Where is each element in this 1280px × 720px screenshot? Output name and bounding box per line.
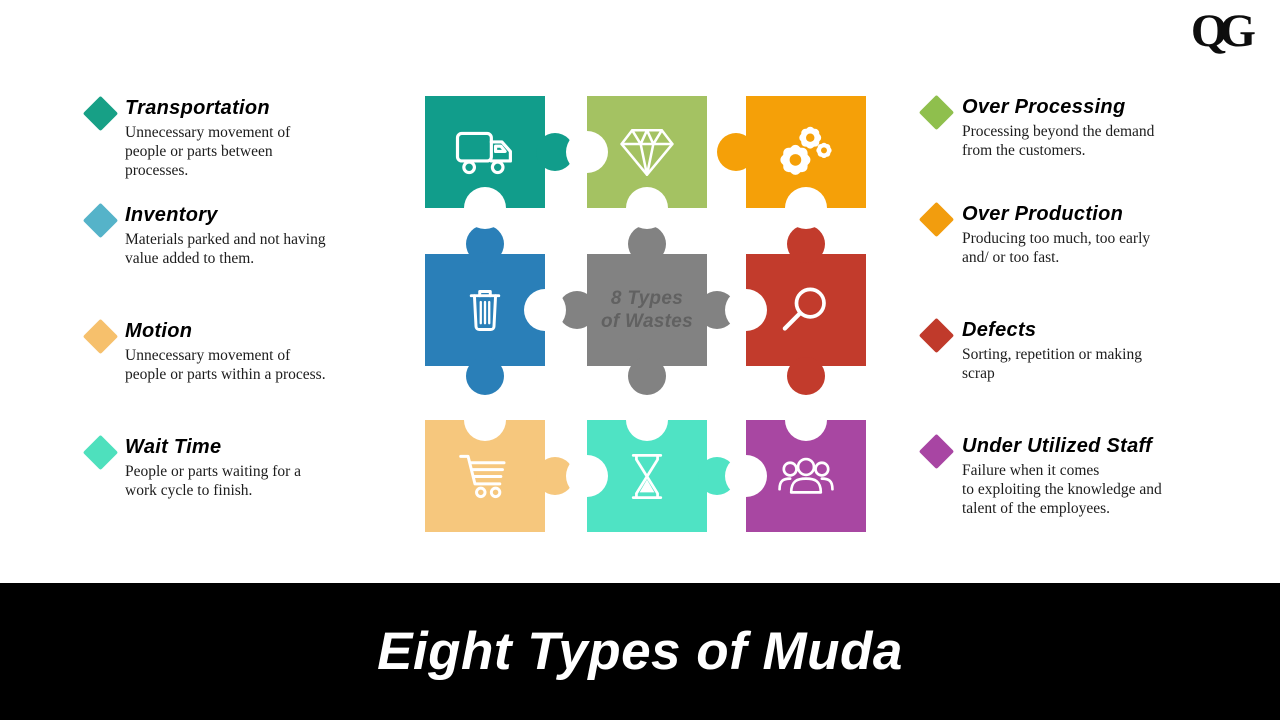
feature-description-line: People or parts waiting for a	[125, 463, 302, 480]
puzzle-piece-gears	[717, 96, 866, 229]
feature-description-line: Unnecessary movement of	[125, 124, 291, 141]
puzzle-tab-bottom	[787, 357, 825, 395]
puzzle-piece-trash	[425, 225, 566, 395]
diamond-bullet	[918, 94, 955, 131]
puzzle-piece-cart	[425, 399, 574, 532]
puzzle-notch-top	[464, 399, 506, 441]
feature-description-line: people or parts within a process.	[125, 366, 326, 383]
puzzle-notch-left	[566, 131, 608, 173]
brand-logo: QG	[1190, 5, 1256, 57]
hourglass-icon	[587, 420, 707, 532]
feature-title: Over Production	[962, 203, 1124, 225]
puzzle-piece-truck	[425, 96, 574, 229]
feature-description-line: and/ or too fast.	[962, 249, 1060, 266]
feature-description-line: Producing too much, too early	[962, 230, 1151, 247]
feature-description-line: people or parts between	[125, 143, 273, 160]
gem-icon	[587, 96, 707, 208]
feature-title: Inventory	[125, 204, 218, 226]
puzzle-notch-bottom	[626, 187, 668, 229]
puzzle-notch-left	[566, 455, 608, 497]
gears-icon	[746, 96, 866, 208]
diamond-bullet	[82, 95, 119, 132]
feature-title: Over Processing	[962, 96, 1126, 118]
feature-title: Under Utilized Staff	[962, 435, 1153, 457]
puzzle-notch-top	[785, 399, 827, 441]
feature-title: Transportation	[125, 97, 270, 119]
puzzle-tab-top	[628, 225, 666, 263]
feature-description-line: Sorting, repetition or making	[962, 346, 1142, 363]
diamond-bullet	[82, 434, 119, 471]
diamond-bullet	[918, 317, 955, 354]
diamond-bullet	[918, 433, 955, 470]
trash-icon	[425, 254, 545, 366]
feature-description-line: processes.	[125, 162, 189, 179]
puzzle-notch-bottom	[785, 187, 827, 229]
feature-description-line: scrap	[962, 365, 995, 382]
diamond-bullet	[918, 201, 955, 238]
puzzle-piece-gem	[566, 96, 707, 229]
center-label-line1: 8 Types	[610, 288, 684, 309]
puzzle-square	[587, 254, 707, 366]
people-icon	[746, 420, 866, 532]
puzzle-tab-left	[717, 133, 755, 171]
cart-icon	[425, 420, 545, 532]
puzzle-tab-bottom	[628, 357, 666, 395]
feature-title: Wait Time	[125, 436, 222, 458]
puzzle-notch-left	[725, 455, 767, 497]
feature-description-line: work cycle to finish.	[125, 482, 253, 499]
center-label-line2: of Wastes	[600, 311, 694, 332]
feature-description-line: value added to them.	[125, 250, 255, 267]
feature-description-line: Failure when it comes	[962, 462, 1100, 479]
puzzle-notch-top	[626, 399, 668, 441]
title-banner: Eight Types of Muda	[0, 583, 1280, 720]
puzzle-notch-left	[725, 289, 767, 331]
feature-description-line: Processing beyond the demand	[962, 123, 1155, 140]
feature-description-line: talent of the employees.	[962, 500, 1111, 517]
puzzle-tab-top	[787, 225, 825, 263]
feature-description-line: to exploiting the knowledge and	[962, 481, 1162, 498]
diamond-bullet	[82, 202, 119, 239]
puzzle-tab-bottom	[466, 357, 504, 395]
puzzle-piece-hourglass	[566, 399, 736, 532]
diamond-bullet	[82, 318, 119, 355]
feature-title: Defects	[962, 319, 1037, 341]
puzzle-notch-right	[524, 289, 566, 331]
feature-description-line: Materials parked and not having	[125, 231, 326, 248]
puzzle-notch-bottom	[464, 187, 506, 229]
puzzle-piece-search	[725, 225, 866, 395]
truck-icon	[425, 96, 545, 208]
feature-description-line: from the customers.	[962, 142, 1086, 159]
feature-description-line: Unnecessary movement of	[125, 347, 291, 364]
page-title: Eight Types of Muda	[377, 622, 903, 681]
search-icon	[746, 254, 866, 366]
feature-title: Motion	[125, 320, 193, 342]
puzzle-tab-top	[466, 225, 504, 263]
puzzle-piece-people	[725, 399, 866, 532]
